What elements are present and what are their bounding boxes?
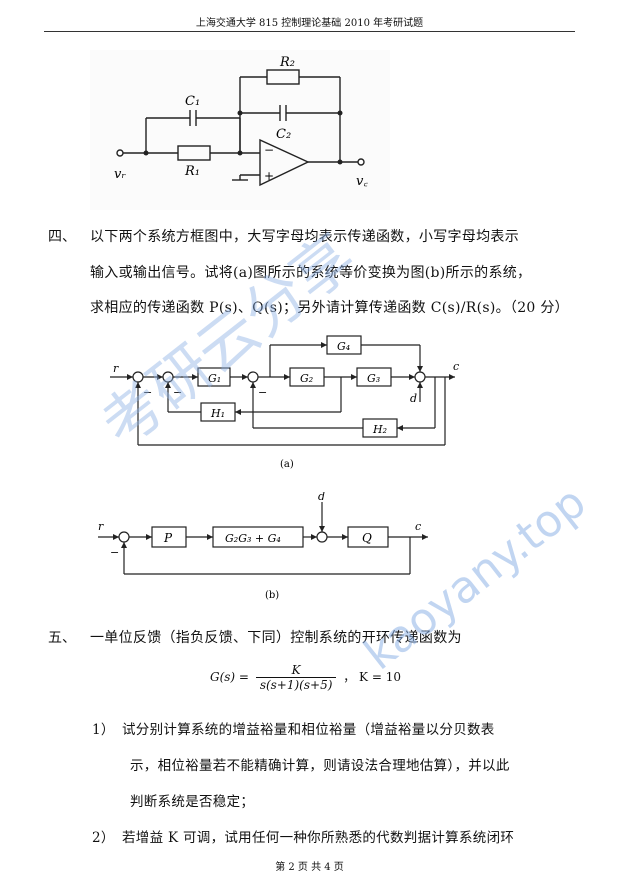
- minus-input-label: −: [264, 143, 274, 157]
- item-1-line-2: 示，相位裕量若不能精确计算，则请设法合理地估算），并以此: [130, 758, 510, 774]
- block-g4: G₄: [337, 340, 350, 353]
- q4-line-2: 输入或输出信号。试将(a)图所示的系统等价变换为图(b)所示的系统，: [90, 265, 532, 281]
- sign-minus-2: −: [173, 386, 182, 399]
- sign-minus-b: −: [110, 546, 119, 559]
- signal-d-b: d: [318, 492, 325, 503]
- q4-line-1: 以下两个系统方框图中，大写字母均表示传递函数，小写字母均表示: [90, 229, 519, 245]
- item-1-line-1: 试分别计算系统的增益裕量和相位裕量（增益裕量以分贝数表: [122, 722, 495, 738]
- q5-line: 一单位反馈（指负反馈、下同）控制系统的开环传递函数为: [90, 630, 462, 646]
- header-rule: [44, 31, 575, 32]
- block-g3: G₃: [367, 372, 380, 385]
- block-g2g3-g4: G₂G₃ + G₄: [225, 532, 281, 545]
- item-1-line-3: 判断系统是否稳定；: [130, 794, 255, 810]
- r1-label: R₁: [184, 164, 200, 179]
- caption-b: (b): [265, 590, 279, 601]
- block-p: P: [163, 531, 173, 545]
- signal-r: r: [113, 362, 119, 375]
- signal-d: d: [410, 392, 417, 405]
- block-diagram-a: G₁ G₂ G₃ G₄ H₁ H₂ r c d − − − (a): [110, 335, 459, 470]
- formula-numerator: K: [255, 663, 337, 678]
- block-h2: H₂: [372, 423, 387, 436]
- open-loop-transfer-function: G(s) = K s(s+1)(s+5) ， K = 10: [210, 663, 401, 692]
- formula-gain: ， K = 10: [343, 670, 401, 684]
- item-2-line-1: 若增益 K 可调，试用任何一种你所熟悉的代数判据计算系统闭环: [122, 830, 515, 846]
- q4-number: 四、: [48, 229, 76, 245]
- block-diagram-b: P G₂G₃ + G₄ Q r c d − (b): [98, 492, 428, 601]
- page-footer: 第 2 页 共 4 页: [275, 862, 344, 873]
- block-q: Q: [362, 531, 372, 545]
- sign-minus-3: −: [258, 386, 267, 399]
- item-1-marker: 1）: [92, 722, 115, 738]
- c2-label: C₂: [276, 127, 291, 142]
- q5-number: 五、: [48, 630, 76, 646]
- formula-fraction: K s(s+1)(s+5): [255, 663, 337, 692]
- r2-label: R₂: [279, 55, 295, 70]
- page-header: 上海交通大学 815 控制理论基础 2010 年考研试题: [195, 18, 424, 29]
- formula-denominator: s(s+1)(s+5): [259, 678, 333, 692]
- vr-label: vᵣ: [114, 167, 126, 182]
- sign-minus-1: −: [143, 386, 152, 399]
- block-h1: H₁: [210, 407, 225, 420]
- c1-label: C₁: [185, 94, 200, 109]
- q4-line-3: 求相应的传递函数 P(s)、Q(s)；另外请计算传递函数 C(s)/R(s)。（…: [90, 300, 569, 316]
- caption-a: (a): [280, 459, 294, 470]
- block-g2: G₂: [300, 372, 313, 385]
- signal-c: c: [453, 360, 459, 373]
- formula-lhs: G(s) =: [210, 670, 249, 684]
- plus-input-label: +: [264, 169, 274, 183]
- op-amp-circuit: R₂ C₁ C₂ R₁ − + vᵣ v꜀: [90, 50, 390, 210]
- signal-c-b: c: [415, 520, 421, 533]
- signal-r-b: r: [98, 520, 104, 533]
- vc-label: v꜀: [356, 174, 368, 189]
- item-2-marker: 2）: [92, 830, 115, 846]
- block-g1: G₁: [208, 372, 221, 385]
